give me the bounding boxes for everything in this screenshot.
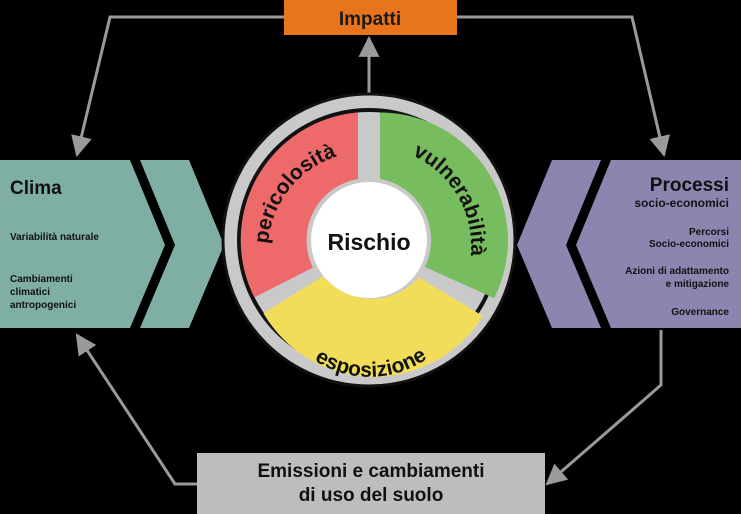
- segment-pericolosita: [240, 112, 358, 298]
- emissioni-box: Emissioni e cambiamenti di uso del suolo: [197, 453, 545, 514]
- clima-item: antropogenici: [10, 300, 76, 311]
- processi-title: Processi: [650, 175, 729, 196]
- clima-title: Clima: [10, 178, 62, 199]
- rischio-label: Rischio: [327, 229, 410, 255]
- processi-subtitle: socio-economici: [634, 196, 729, 210]
- connector-impatti-to-processi: [457, 15, 670, 158]
- emissioni-line1: Emissioni e cambiamenti: [257, 461, 484, 482]
- segment-vulnerabilita: [380, 112, 508, 299]
- processi-item: Governance: [671, 307, 729, 318]
- processi-item: Azioni di adattamento: [625, 266, 729, 277]
- connector-processi-to-emissioni: [545, 330, 663, 486]
- processi-item: e mitigazione: [666, 279, 730, 290]
- clima-item: Variabilità naturale: [10, 232, 99, 243]
- rischio-wheel: Rischio pericolosità vulnerabilità espos…: [221, 92, 517, 388]
- rischio-center: [311, 182, 427, 298]
- impatti-box: Impatti: [284, 0, 457, 35]
- clima-panel: Clima Variabilità naturale Cambiamenti c…: [0, 160, 224, 328]
- impatti-title: Impatti: [339, 9, 401, 30]
- processi-item: Socio-economici: [649, 239, 729, 250]
- segment-esposizione: [263, 275, 483, 377]
- emissioni-line2: di uso del suolo: [299, 485, 444, 506]
- clima-item: Cambiamenti: [10, 274, 73, 285]
- clima-item: climatici: [10, 287, 50, 298]
- connectors: [71, 15, 670, 486]
- clima-chevron: [140, 160, 224, 328]
- processi-item: Percorsi: [689, 227, 729, 238]
- connector-impatti-to-clima: [71, 15, 284, 158]
- processi-panel: Processi socio-economici Percorsi Socio-…: [517, 160, 741, 328]
- connector-emissioni-to-clima: [75, 333, 197, 486]
- processi-chevron: [517, 160, 601, 328]
